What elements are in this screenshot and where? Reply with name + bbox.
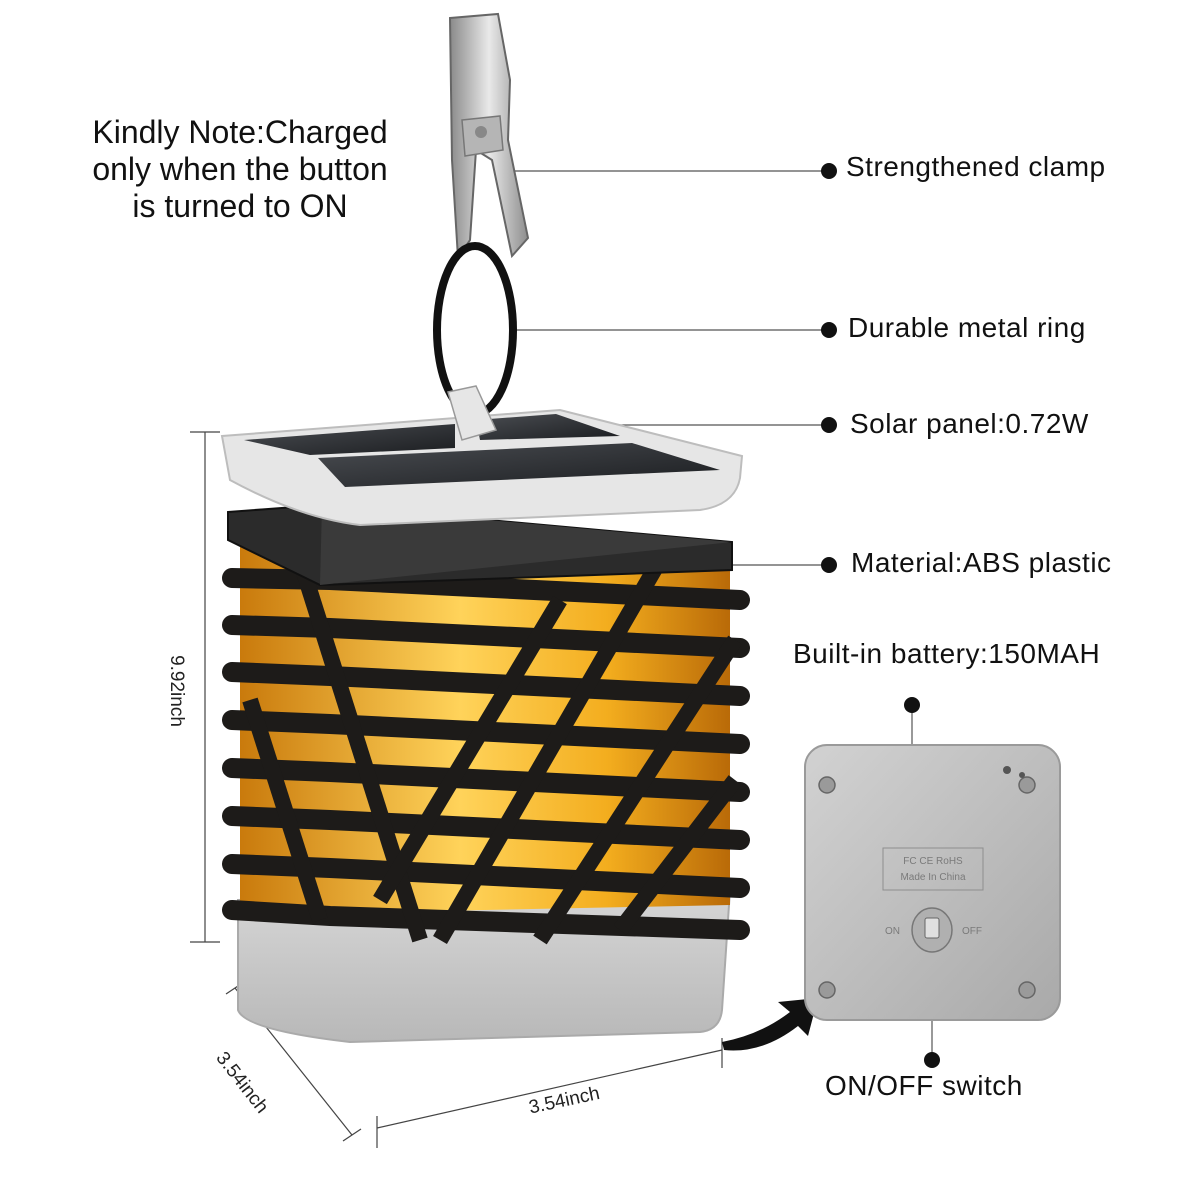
callout-solar: Solar panel:0.72W: [850, 408, 1089, 439]
made-marking: Made In China: [900, 872, 965, 883]
callout-clamp: Strengthened clamp: [846, 151, 1106, 182]
cert-marking: FC CE RoHS: [903, 856, 963, 867]
callout-ring: Durable metal ring: [848, 312, 1086, 343]
on-marking: ON: [885, 926, 900, 937]
battery-box: [804, 744, 1061, 1021]
lantern-body: [222, 503, 750, 1044]
note-line-3: is turned to ON: [132, 188, 348, 224]
callout-dots: [821, 163, 940, 1068]
off-marking: OFF: [962, 926, 982, 937]
callout-battery: Built-in battery:150MAH: [793, 638, 1101, 669]
arrow-icon: [722, 998, 818, 1051]
charging-note: Kindly Note:Charged only when the button…: [40, 114, 440, 225]
note-line-1: Kindly Note:Charged: [92, 114, 388, 150]
dimension-lines: [190, 431, 723, 1148]
callout-material: Material:ABS plastic: [851, 547, 1112, 578]
callout-switch: ON/OFF switch: [825, 1070, 1023, 1101]
clamp-icon: [448, 12, 530, 262]
dimension-height: 9.92inch: [165, 655, 187, 727]
solar-panel-icon: [220, 385, 744, 527]
note-line-2: only when the button: [92, 151, 388, 187]
